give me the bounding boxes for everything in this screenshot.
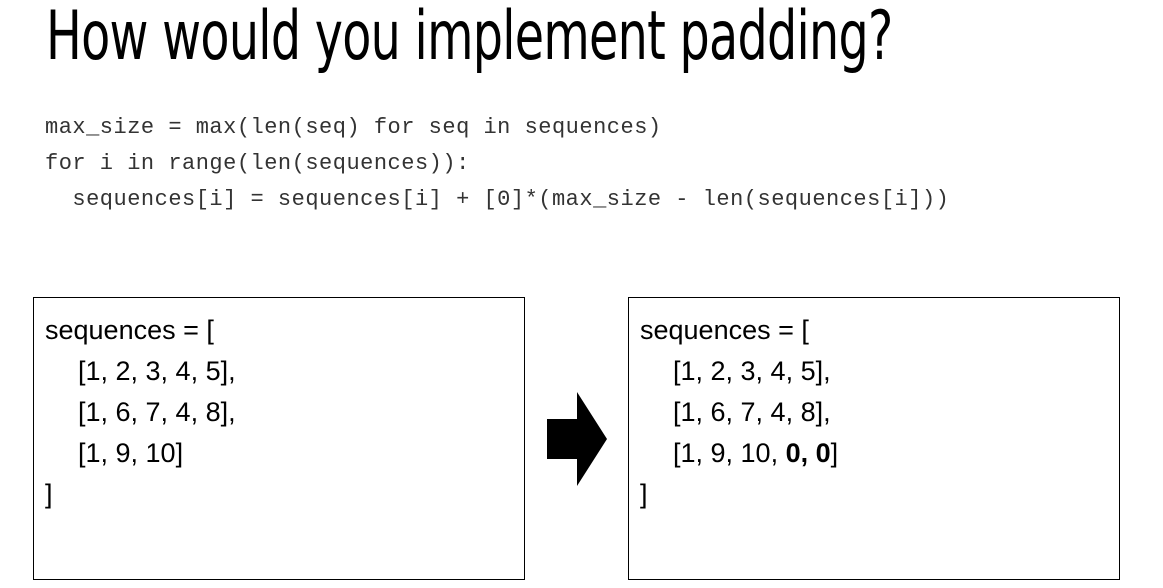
sequence-row: [1, 6, 7, 4, 8], <box>78 397 236 427</box>
after-padding-box: sequences = [ [1, 2, 3, 4, 5], [1, 6, 7,… <box>628 297 1120 580</box>
code-block: max_size = max(len(seq) for seq in seque… <box>45 110 949 218</box>
sequences-close: ] <box>45 479 53 509</box>
code-line: for i in range(len(sequences)): <box>45 151 470 176</box>
sequences-close: ] <box>640 479 648 509</box>
row-prefix: [1, 9, 10, <box>673 438 786 468</box>
code-line: sequences[i] = sequences[i] + [0]*(max_s… <box>45 187 950 212</box>
sequence-row: [1, 6, 7, 4, 8], <box>673 397 831 427</box>
before-padding-box: sequences = [ [1, 2, 3, 4, 5], [1, 6, 7,… <box>33 297 525 580</box>
padded-sequence-row: [1, 9, 10, 0, 0] <box>640 433 1119 474</box>
sequence-row: [1, 9, 10] <box>78 438 184 468</box>
sequences-open: sequences = [ <box>640 315 809 345</box>
right-arrow-icon <box>547 392 607 486</box>
sequence-row: [1, 2, 3, 4, 5], <box>78 356 236 386</box>
sequence-row: [1, 2, 3, 4, 5], <box>673 356 831 386</box>
slide-title: How would you implement padding? <box>46 0 893 76</box>
padding-zeros: 0, 0 <box>785 438 831 468</box>
row-suffix: ] <box>830 438 839 468</box>
sequences-open: sequences = [ <box>45 315 214 345</box>
code-line: max_size = max(len(seq) for seq in seque… <box>45 115 662 140</box>
